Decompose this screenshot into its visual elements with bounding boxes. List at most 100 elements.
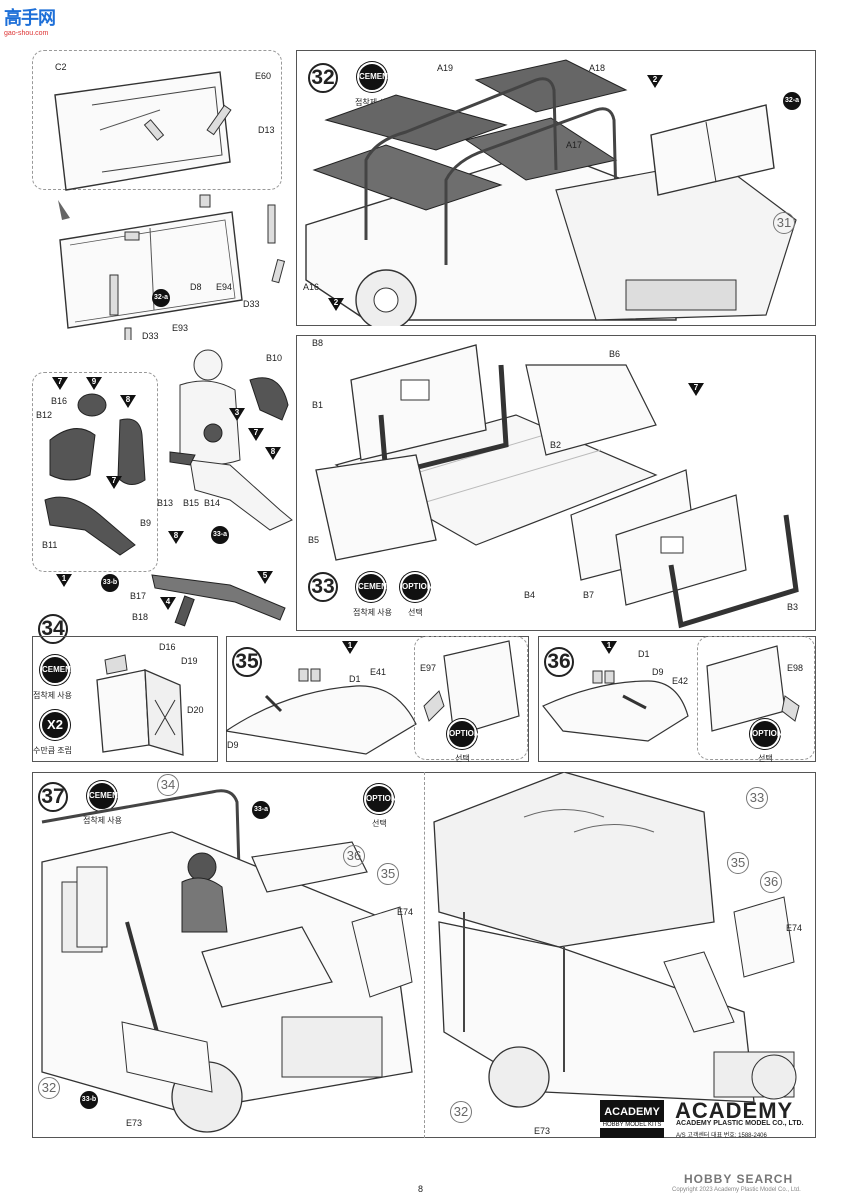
final-truck-right-drawing: [424, 772, 816, 1138]
label-B16: B16: [51, 396, 68, 406]
label-B14: B14: [204, 498, 221, 508]
ref-36-left: 36: [343, 845, 365, 867]
cement-caption-34: 접착제 사용: [33, 691, 73, 700]
label-B15: B15: [183, 498, 200, 508]
step-32-truck-bed-drawing: [296, 50, 816, 326]
label-B11: B11: [42, 540, 58, 550]
option-badge-33: OPTION: [400, 572, 433, 602]
option-caption-33: 선택: [408, 608, 423, 617]
x2-badge-34: X2: [40, 710, 70, 740]
label-B9: B9: [140, 518, 152, 528]
label-D9-35: D9: [227, 740, 239, 750]
label-B17: B17: [130, 591, 147, 601]
marker-9: 9: [86, 377, 102, 390]
label-E60: E60: [255, 71, 272, 81]
marker-1-c: 1: [601, 641, 617, 654]
label-B2: B2: [550, 440, 562, 450]
label-E74-left: E74: [397, 907, 414, 917]
hood-option-right-drawing: [697, 636, 815, 760]
watermark-text: 高手网: [4, 8, 56, 28]
label-E42: E42: [672, 676, 689, 686]
cement-text: CEMENT: [358, 582, 392, 591]
marker-8-b: 8: [265, 447, 281, 460]
academy-small-logo: ACADEMY HOBBY MODEL KITS: [600, 1100, 664, 1138]
label-D19: D19: [181, 656, 198, 666]
label-B18: B18: [132, 612, 149, 622]
label-A18: A18: [589, 63, 606, 73]
ref-33-right: 33: [746, 787, 768, 809]
hobby-search-logo: HOBBY SEARCH: [684, 1172, 794, 1186]
label-B13: B13: [157, 498, 174, 508]
marker-1-b: 1: [342, 641, 358, 654]
ref-35-left: 35: [377, 863, 399, 885]
step-36-option-inset: [697, 636, 815, 760]
step-36-number: 36: [544, 647, 574, 677]
label-B1: B1: [312, 400, 324, 410]
step-34-number: 34: [38, 614, 68, 644]
subref-32a-on-truck: 32-a: [783, 92, 801, 110]
marker-5: 5: [257, 571, 273, 584]
label-B10: B10: [266, 353, 283, 363]
cement-badge-32: CEMENT: [357, 62, 393, 92]
step-32-panel: [296, 50, 816, 326]
label-B3: B3: [787, 602, 799, 612]
cement-text: CEMENT: [42, 665, 76, 674]
company-name: ACADEMY PLASTIC MODEL CO., LTD.: [676, 1120, 804, 1127]
label-D33-b: D33: [142, 331, 159, 341]
marker-4: 4: [160, 597, 176, 610]
ref-35-right: 35: [727, 852, 749, 874]
cement-caption-37: 접착제 사용: [83, 816, 123, 825]
watermark-url: gao-shou.com: [4, 30, 49, 37]
step-33-bed-panels-drawing: [296, 335, 816, 631]
marker-7-a: 7: [52, 377, 68, 390]
cement-text: CEMENT: [359, 72, 393, 81]
option-text: OPTION: [366, 794, 397, 803]
marker-2-b: 2: [328, 298, 344, 311]
label-E98: E98: [787, 663, 804, 673]
step-37-right-inset: [424, 772, 816, 1138]
step-35-number: 35: [232, 647, 262, 677]
label-D1-36: D1: [638, 649, 650, 659]
marker-7-b: 7: [106, 476, 122, 489]
option-caption-35: 선택: [455, 754, 470, 763]
option-badge-37: OPTION: [364, 784, 397, 814]
ref-32-right: 32: [450, 1101, 472, 1123]
label-D9-36: D9: [652, 667, 664, 677]
label-A19: A19: [437, 63, 454, 73]
label-D8: D8: [190, 282, 202, 292]
watermark-logo: 高手网 gao-shou.com: [4, 4, 68, 37]
copyright: Copyright 2023 Academy Plastic Model Co.…: [672, 1187, 801, 1193]
cement-caption-33: 접착제 사용: [353, 608, 393, 617]
step-33b-figure-sub: [32, 372, 158, 572]
label-C2: C2: [55, 62, 67, 72]
label-B6: B6: [609, 349, 621, 359]
hobby-kits-text: HOBBY MODEL KITS: [600, 1122, 664, 1128]
label-D1-35: D1: [349, 674, 361, 684]
academy-big-logo: ACADEMY: [675, 1098, 794, 1123]
step-35-option-inset: [414, 636, 528, 760]
subref-32a: 32-a: [152, 289, 170, 307]
marker-8-c: 8: [168, 531, 184, 544]
step-37-number: 37: [38, 782, 68, 812]
marker-2-a: 2: [647, 75, 663, 88]
label-A16: A16: [303, 282, 320, 292]
step-35-panel: [226, 636, 529, 762]
ref-34: 34: [157, 774, 179, 796]
marker-7-d: 7: [688, 383, 704, 396]
subref-33b: 33-b: [101, 574, 119, 592]
label-E94: E94: [216, 282, 233, 292]
label-E74-right: E74: [786, 923, 803, 933]
label-E73-left: E73: [126, 1118, 143, 1128]
ref-32-left: 32: [38, 1077, 60, 1099]
step-32a-window-assembly: [30, 50, 295, 340]
subref-33b-final: 33-b: [80, 1091, 98, 1109]
option-text: OPTION: [402, 582, 433, 591]
hood-left-drawing: [226, 636, 529, 762]
label-B5: B5: [308, 535, 320, 545]
step-36-panel: [538, 636, 816, 762]
label-D16: D16: [159, 642, 176, 652]
hood-option-drawing: [414, 636, 528, 760]
marker-8-a: 8: [120, 395, 136, 408]
option-text: OPTION: [752, 729, 783, 738]
label-E93: E93: [172, 323, 189, 333]
